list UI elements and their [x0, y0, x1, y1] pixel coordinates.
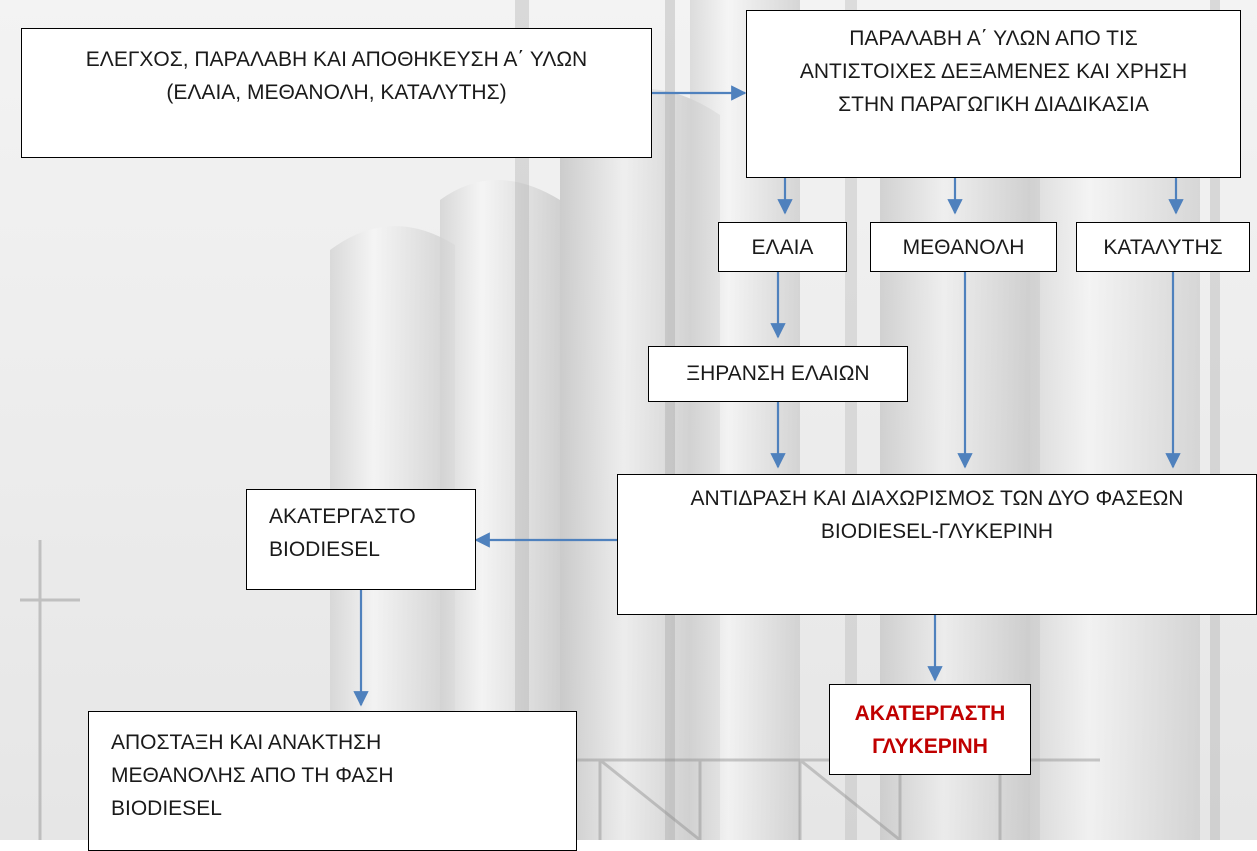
crude-glycerin-text: ΑΚΑΤΕΡΓΑΣΤΗ ΓΛΥΚΕΡΙΝΗ [854, 702, 1006, 758]
reaction-separation-box: ΑΝΤΙΔΡΑΣΗ ΚΑΙ ΔΙΑΧΩΡΙΣΜΟΣ ΤΩΝ ΔΥΟ ΦΑΣΕΩΝ… [617, 474, 1257, 615]
catalyst-box: ΚΑΤΑΛΥΤΗΣ [1076, 222, 1250, 272]
distillation-box: ΑΠΟΣΤΑΞΗ ΚΑΙ ΑΝΑΚΤΗΣΗ ΜΕΘΑΝΟΛΗΣ ΑΠΟ ΤΗ Φ… [88, 711, 577, 851]
crude-glycerin-box: ΑΚΑΤΕΡΓΑΣΤΗ ΓΛΥΚΕΡΙΝΗ [829, 684, 1031, 775]
oil-drying-text: ΞΗΡΑΝΣΗ ΕΛΑΙΩΝ [686, 362, 870, 385]
distillation-text: ΑΠΟΣΤΑΞΗ ΚΑΙ ΑΝΑΚΤΗΣΗ ΜΕΘΑΝΟΛΗΣ ΑΠΟ ΤΗ Φ… [111, 731, 394, 820]
oils-text: ΕΛΑΙΑ [751, 236, 814, 259]
oil-drying-box: ΞΗΡΑΝΣΗ ΕΛΑΙΩΝ [648, 346, 908, 402]
oils-box: ΕΛΑΙΑ [718, 222, 847, 272]
catalyst-text: ΚΑΤΑΛΥΤΗΣ [1103, 236, 1223, 259]
raw-materials-control-box: ΕΛΕΓΧΟΣ, ΠΑΡΑΛΑΒΗ ΚΑΙ ΑΠΟΘΗΚΕΥΣΗ Α΄ ΥΛΩΝ… [21, 28, 652, 158]
methanol-text: ΜΕΘΑΝΟΛΗ [902, 236, 1025, 259]
reaction-separation-text: ΑΝΤΙΔΡΑΣΗ ΚΑΙ ΔΙΑΧΩΡΙΣΜΟΣ ΤΩΝ ΔΥΟ ΦΑΣΕΩΝ… [690, 487, 1184, 543]
methanol-box: ΜΕΘΑΝΟΛΗ [870, 222, 1057, 272]
raw-materials-control-text: ΕΛΕΓΧΟΣ, ΠΑΡΑΛΑΒΗ ΚΑΙ ΑΠΟΘΗΚΕΥΣΗ Α΄ ΥΛΩΝ… [85, 48, 588, 104]
crude-biodiesel-text: ΑΚΑΤΕΡΓΑΣΤΟ BIODIESEL [269, 505, 416, 561]
raw-materials-reception-text: ΠΑΡΑΛΑΒΗ Α΄ ΥΛΩΝ ΑΠΟ ΤΙΣ ΑΝΤΙΣΤΟΙΧΕΣ ΔΕΞ… [799, 27, 1188, 116]
raw-materials-reception-box: ΠΑΡΑΛΑΒΗ Α΄ ΥΛΩΝ ΑΠΟ ΤΙΣ ΑΝΤΙΣΤΟΙΧΕΣ ΔΕΞ… [746, 10, 1241, 178]
crude-biodiesel-box: ΑΚΑΤΕΡΓΑΣΤΟ BIODIESEL [246, 489, 476, 590]
